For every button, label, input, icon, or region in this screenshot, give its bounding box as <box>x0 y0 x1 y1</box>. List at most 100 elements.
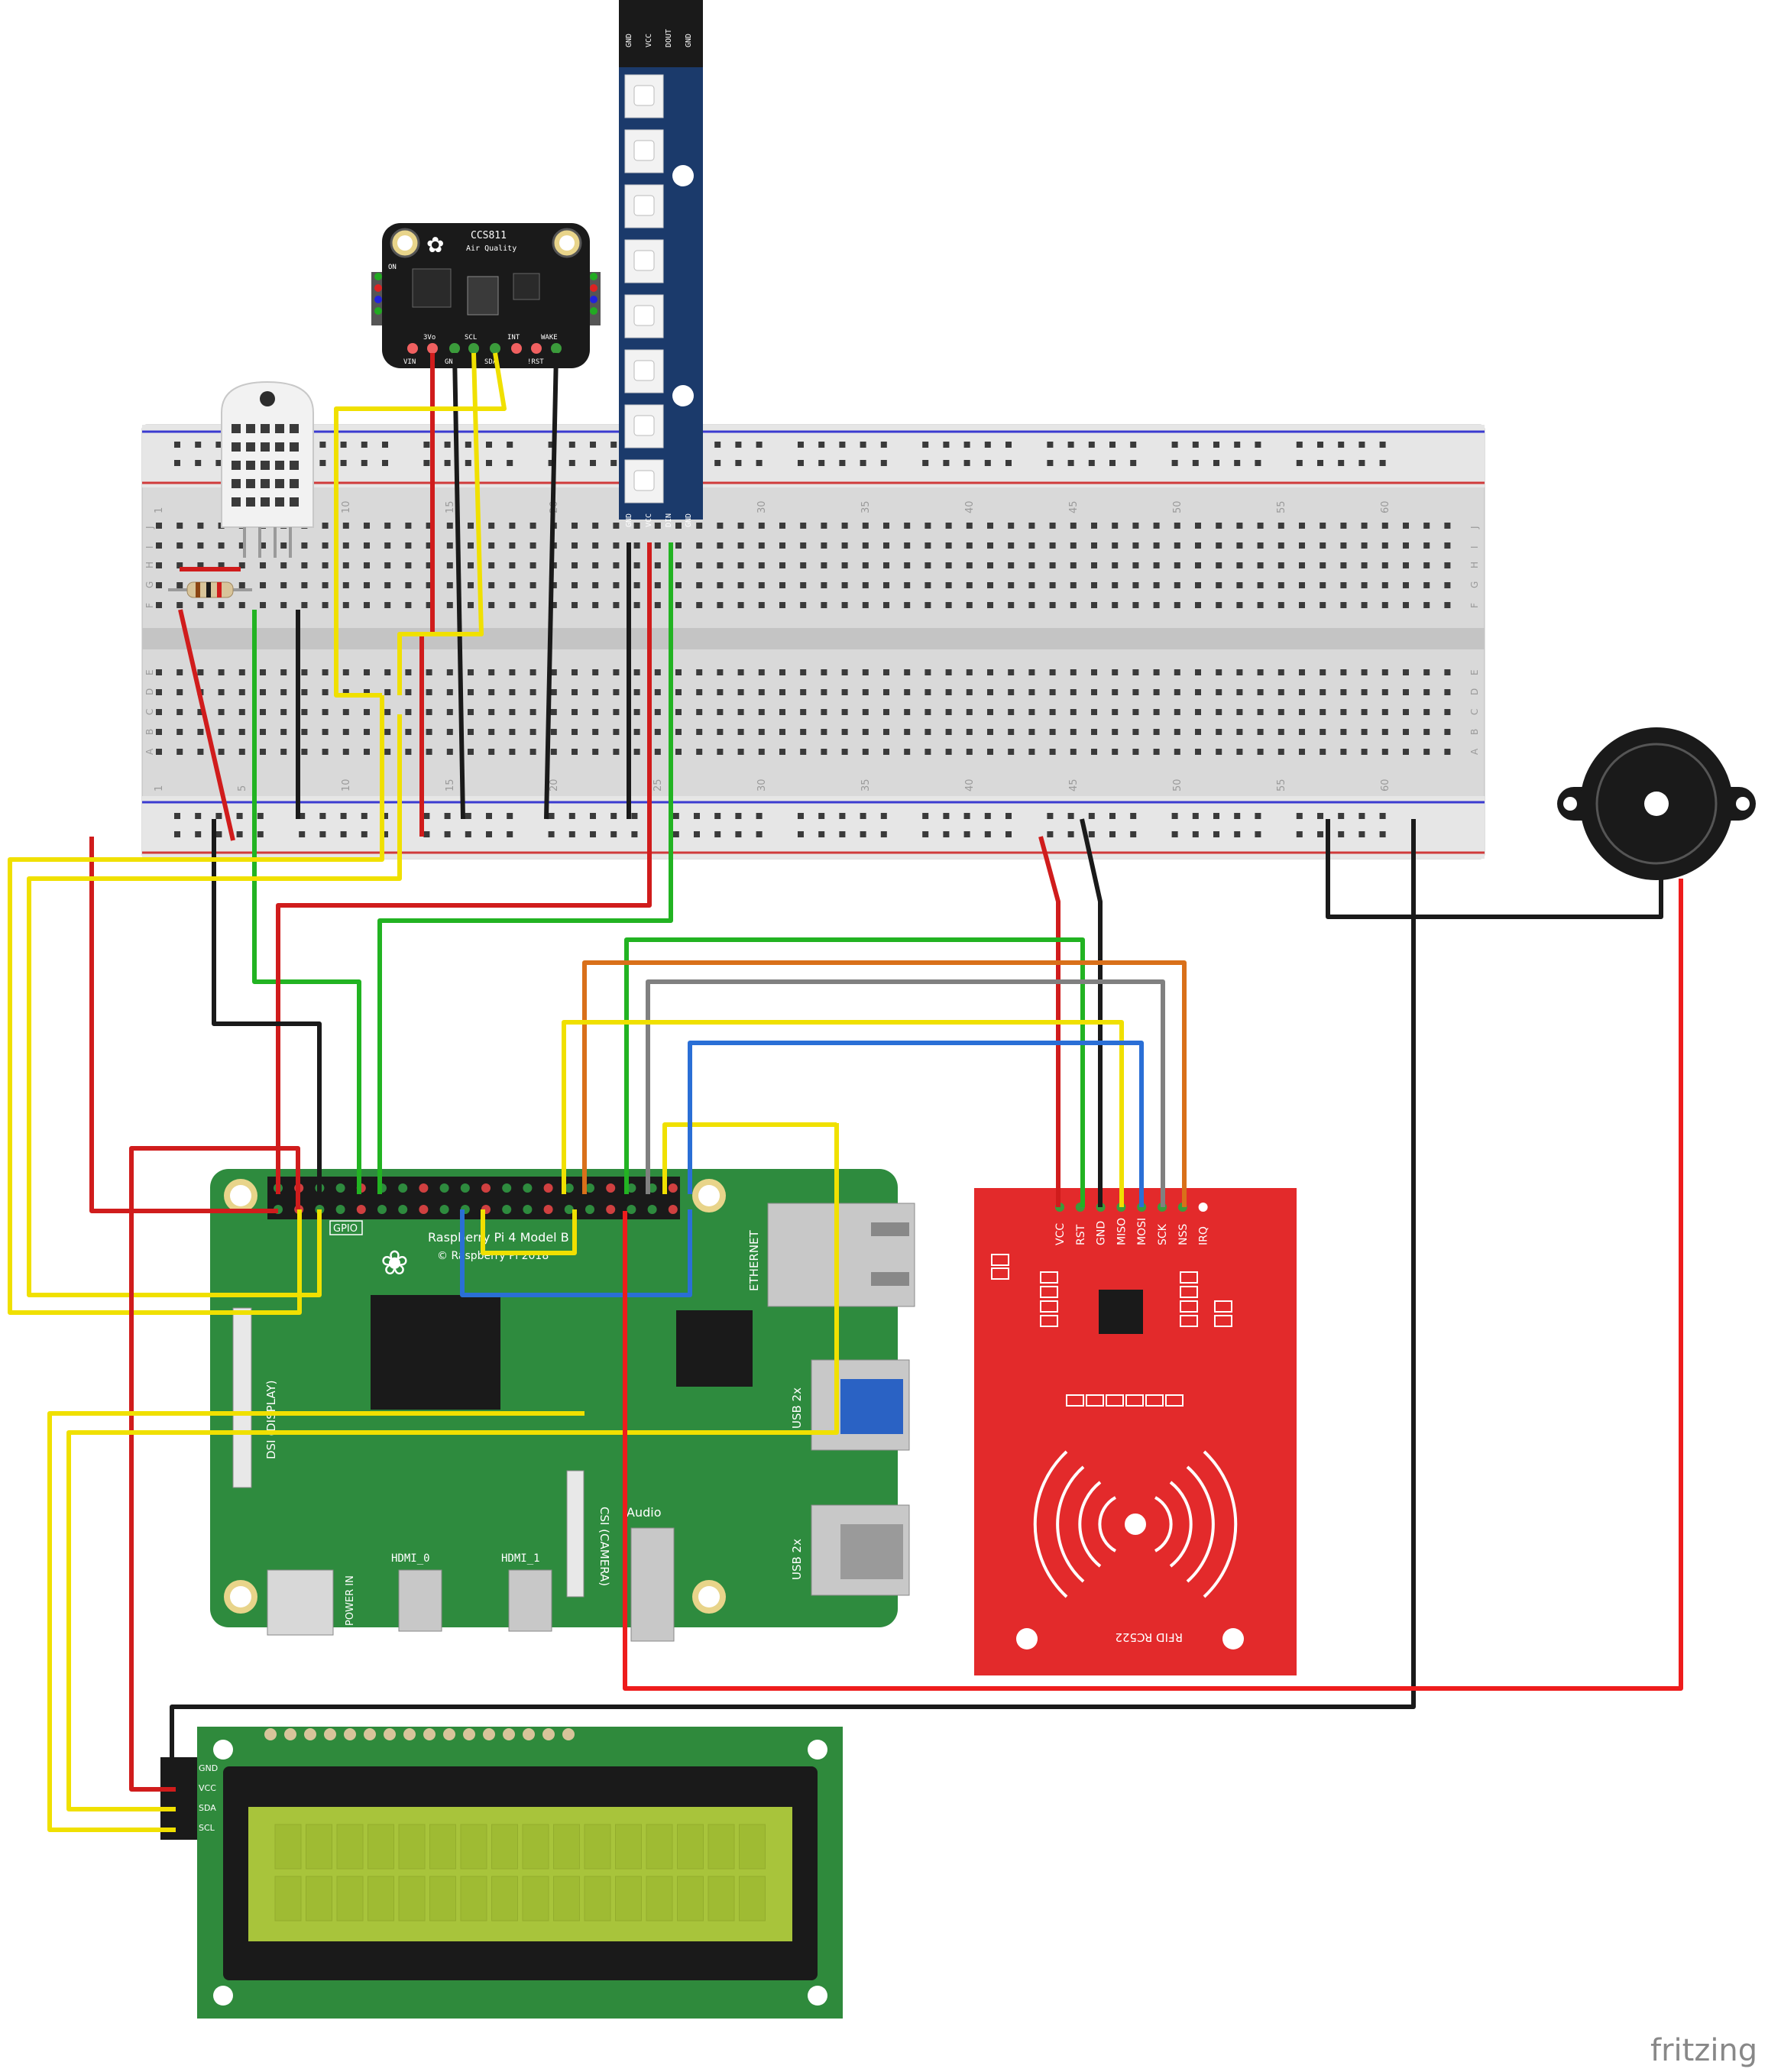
breadboard-hole <box>925 542 931 549</box>
breadboard-hole <box>1195 542 1201 549</box>
breadboard-hole <box>1340 523 1347 529</box>
gpio-pin <box>543 1205 553 1214</box>
breadboard-hole <box>572 749 578 755</box>
breadboard-hole <box>613 729 620 735</box>
ccs811-pin-wake: WAKE <box>541 334 558 342</box>
rail-hole <box>1067 460 1074 466</box>
rail-hole <box>1130 460 1137 466</box>
breadboard-hole <box>758 689 765 695</box>
grill-slot <box>232 479 241 488</box>
breadboard-hole <box>342 729 349 735</box>
breadboard-hole <box>613 542 620 549</box>
gpio-pin <box>419 1205 429 1214</box>
rfid-pin <box>1198 1203 1208 1212</box>
breadboard-hole <box>1320 669 1326 675</box>
grill-slot <box>232 424 241 433</box>
wires <box>8 352 1683 1832</box>
breadboard-hole <box>1028 689 1035 695</box>
breadboard-hole <box>468 562 474 568</box>
breadboard-hole <box>966 749 973 755</box>
breadboard-hole <box>405 602 412 608</box>
breadboard-hole <box>654 729 661 735</box>
smd-pad <box>991 1254 1009 1266</box>
breadboard-hole <box>925 523 931 529</box>
rail-hole <box>1109 460 1116 466</box>
rail-hole <box>880 831 887 837</box>
neopixel-led-lens <box>633 140 655 161</box>
rail-hole <box>860 442 866 448</box>
breadboard-hole <box>426 602 432 608</box>
breadboard-hole <box>613 523 620 529</box>
breadboard-hole <box>529 689 536 695</box>
gpio-pin <box>523 1183 533 1193</box>
breadboard-hole <box>592 729 599 735</box>
breadboard-hole <box>1091 582 1097 588</box>
breadboard-hole <box>280 582 287 588</box>
rail-hole <box>714 831 721 837</box>
breadboard-hole <box>280 709 287 715</box>
breadboard-hole <box>1236 709 1243 715</box>
rail-hole <box>590 460 596 466</box>
rail-hole <box>1338 831 1345 837</box>
row-letter: C <box>144 709 155 715</box>
breadboard-holes <box>156 442 1451 837</box>
breadboard-hole <box>862 523 869 529</box>
breadboard-hole <box>1008 709 1015 715</box>
ccs811-on-label: ON <box>388 264 397 271</box>
rail-hole <box>1296 442 1303 448</box>
grill-slot <box>275 442 284 452</box>
breadboard-hole <box>883 689 889 695</box>
breadboard-hole <box>675 689 682 695</box>
lcd-cell <box>677 1876 704 1921</box>
gpio-pin <box>543 1183 553 1193</box>
rfid-pin-label: MISO <box>1116 1218 1128 1245</box>
breadboard-hole <box>1277 729 1284 735</box>
rail-hole <box>1005 442 1012 448</box>
breadboard-hole <box>966 729 973 735</box>
breadboard-hole <box>1153 523 1160 529</box>
smd-pad <box>1145 1394 1164 1407</box>
grill-slot <box>261 497 270 507</box>
breadboard-hole <box>488 602 495 608</box>
column-number: 50 <box>1172 779 1184 792</box>
breadboard-hole <box>1091 669 1097 675</box>
breadboard-hole <box>1091 709 1097 715</box>
breadboard-hole <box>1423 542 1430 549</box>
rail-hole <box>735 831 742 837</box>
breadboard-hole <box>301 562 308 568</box>
breadboard-hole <box>197 602 204 608</box>
usb-bottom-label: USB 2x <box>790 1539 804 1580</box>
audio-label: Audio <box>627 1505 661 1520</box>
column-number: 5 <box>237 785 248 792</box>
rail-hole <box>839 442 846 448</box>
rail-hole <box>984 831 991 837</box>
breadboard-hole <box>529 562 536 568</box>
rail-hole <box>465 442 471 448</box>
hdmi1-label: HDMI_1 <box>501 1552 540 1565</box>
lcd-cell <box>460 1824 487 1870</box>
breadboard-hole <box>176 542 183 549</box>
rail-hole <box>1067 831 1074 837</box>
breadboard-hole <box>1153 562 1160 568</box>
breadboard-hole <box>1320 542 1326 549</box>
row-letter: B <box>144 729 155 735</box>
breadboard-hole <box>987 562 993 568</box>
breadboard-hole <box>1132 582 1139 588</box>
breadboard-hole <box>1028 749 1035 755</box>
rail-hole <box>818 813 825 819</box>
breadboard-hole <box>841 749 848 755</box>
breadboard-hole <box>737 582 744 588</box>
breadboard-hole <box>717 749 724 755</box>
breadboard-hole <box>800 523 807 529</box>
wire-black-buzzer <box>1326 819 1663 919</box>
breadboard-hole <box>1112 542 1119 549</box>
neopixel-stick: GND VCC DOUT GND GND VCC DIN GND <box>619 0 703 527</box>
breadboard-hole <box>1195 709 1201 715</box>
breadboard-hole <box>405 709 412 715</box>
rail-hole <box>423 460 430 466</box>
breadboard-hole <box>737 602 744 608</box>
breadboard-hole <box>468 582 474 588</box>
rail-hole <box>174 442 180 448</box>
lcd-header-pin <box>483 1728 495 1740</box>
neopixel-top-pin-gnd2: GND <box>685 34 693 47</box>
